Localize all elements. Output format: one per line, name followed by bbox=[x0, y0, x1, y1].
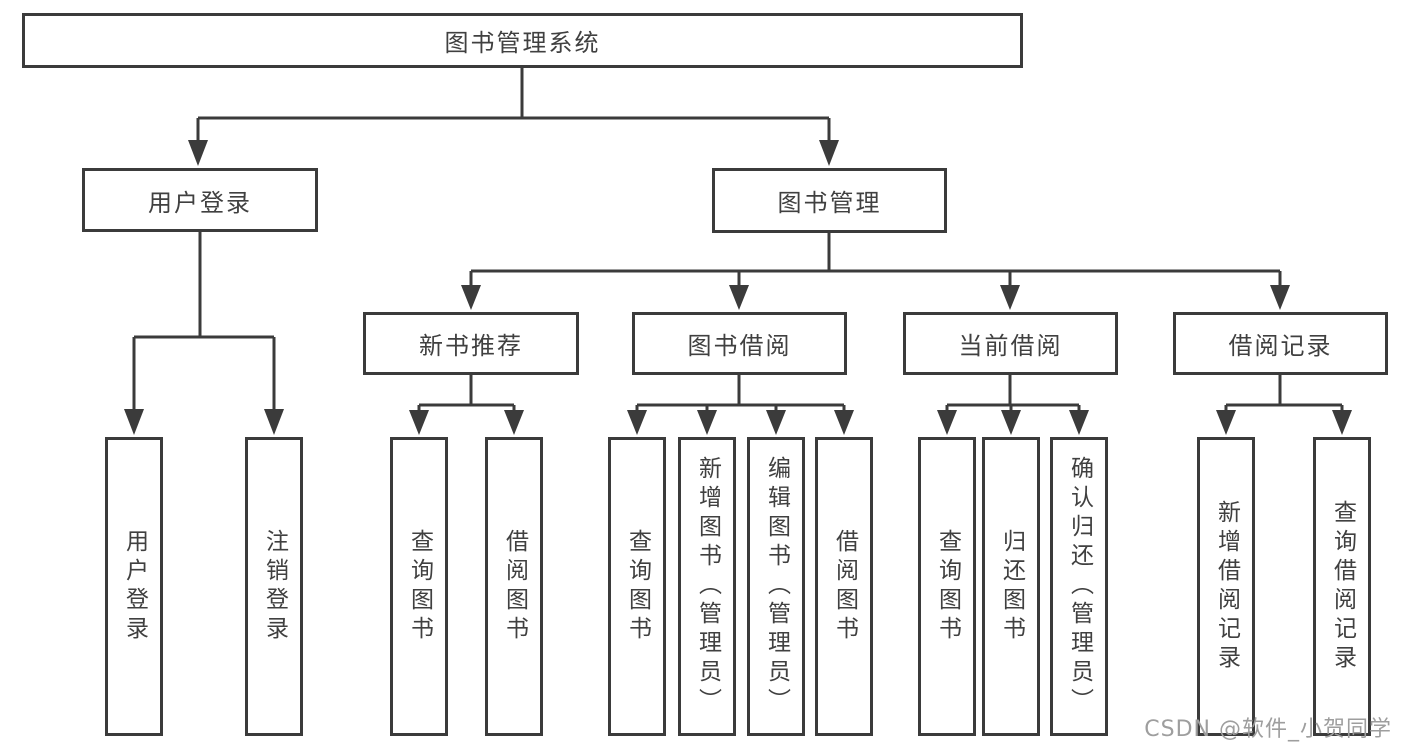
node-current-borrow: 当前借阅 bbox=[903, 312, 1118, 375]
leaf-confirm-return-admin: 确认归还（管理员） bbox=[1050, 437, 1108, 736]
leaf-add-borrow-record: 新增借阅记录 bbox=[1197, 437, 1255, 736]
leaf-edit-book-admin: 编辑图书（管理员） bbox=[747, 437, 805, 736]
leaf-add-book-admin: 新增图书（管理员） bbox=[678, 437, 736, 736]
leaf-user-login: 用户登录 bbox=[105, 437, 163, 736]
node-new-book-recommend: 新书推荐 bbox=[363, 312, 579, 375]
leaf-query-book-recommend: 查询图书 bbox=[390, 437, 448, 736]
leaf-query-borrow-record: 查询借阅记录 bbox=[1313, 437, 1371, 736]
node-book-borrow: 图书借阅 bbox=[632, 312, 847, 375]
node-user-login: 用户登录 bbox=[82, 168, 318, 232]
node-book-management: 图书管理 bbox=[712, 168, 947, 233]
node-root-system: 图书管理系统 bbox=[22, 13, 1023, 68]
csdn-watermark: CSDN @软件_小贺同学 bbox=[1144, 717, 1392, 742]
leaf-borrow-book-recommend: 借阅图书 bbox=[485, 437, 543, 736]
leaf-query-book-current: 查询图书 bbox=[918, 437, 976, 736]
leaf-return-book: 归还图书 bbox=[982, 437, 1040, 736]
leaf-query-book-borrow: 查询图书 bbox=[608, 437, 666, 736]
leaf-logout: 注销登录 bbox=[245, 437, 303, 736]
node-borrow-records: 借阅记录 bbox=[1173, 312, 1388, 375]
leaf-borrow-book: 借阅图书 bbox=[815, 437, 873, 736]
arrowheads bbox=[124, 140, 1352, 435]
